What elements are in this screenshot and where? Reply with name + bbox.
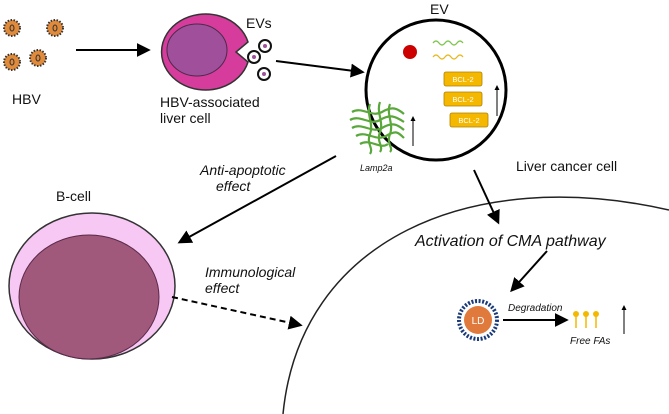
hbv-label: HBV <box>12 91 41 107</box>
arrow-cma-to-ld <box>510 250 548 293</box>
immunological-label-line2: effect <box>205 280 240 296</box>
bcl2-box-2 <box>443 91 483 107</box>
arrow-anti-apoptotic <box>177 155 337 244</box>
b-cell <box>8 212 176 360</box>
hbv-virus-4 <box>29 49 47 67</box>
bcl2-box-3 <box>449 112 489 128</box>
lipid-droplet: LD <box>457 299 499 341</box>
anti-apoptotic-label-line2: effect <box>216 178 251 194</box>
lamp2a-protein <box>349 101 405 155</box>
fa-head-2 <box>583 311 589 317</box>
arrow-ev-to-cma <box>473 169 500 225</box>
hbv-virus-3 <box>3 53 21 71</box>
free-fas-label: Free FAs <box>570 336 610 347</box>
ev-red-dot <box>403 45 417 59</box>
bcl2-group: BCL-2 BCL-2 BCL-2 <box>443 71 489 128</box>
lamp2a-label: Lamp2a <box>360 163 393 173</box>
ev-vesicles <box>247 39 272 81</box>
degradation-label: Degradation <box>508 303 563 314</box>
hbv-cell-label-line1: HBV-associated <box>160 94 260 110</box>
free-fatty-acids <box>575 316 597 328</box>
hbv-virus-group <box>3 19 64 71</box>
hbv-virus-1 <box>3 19 21 37</box>
cma-pathway-label: Activation of CMA pathway <box>414 233 607 250</box>
liver-cancer-cell-label: Liver cancer cell <box>516 158 617 174</box>
virus-core <box>3 19 21 37</box>
bcl2-box-1 <box>443 71 483 87</box>
ev-rna-yellow <box>432 54 464 60</box>
bcl2-label-1: BCL-2 <box>452 75 473 84</box>
bcl2-label-3: BCL-2 <box>458 116 479 125</box>
immunological-label-line1: Immunological <box>205 264 296 280</box>
ld-label: LD <box>472 316 485 327</box>
hbv-associated-liver-cell <box>160 13 249 91</box>
fa-head-3 <box>593 311 599 317</box>
bcl2-label-2: BCL-2 <box>452 95 473 104</box>
evs-label: EVs <box>246 15 272 31</box>
arrow-evs-to-ev <box>275 60 365 78</box>
ev-rna-green <box>432 40 464 46</box>
bcell-label: B-cell <box>56 188 91 204</box>
fa-head-1 <box>573 311 579 317</box>
ev-label: EV <box>430 1 449 17</box>
anti-apoptotic-label-line1: Anti-apoptotic <box>199 162 286 178</box>
liver-cancer-cell-membrane <box>282 196 669 414</box>
hbv-virus-2 <box>46 19 64 37</box>
hbv-cell-label-line2: liver cell <box>160 110 211 126</box>
arrow-immunological <box>171 296 303 330</box>
